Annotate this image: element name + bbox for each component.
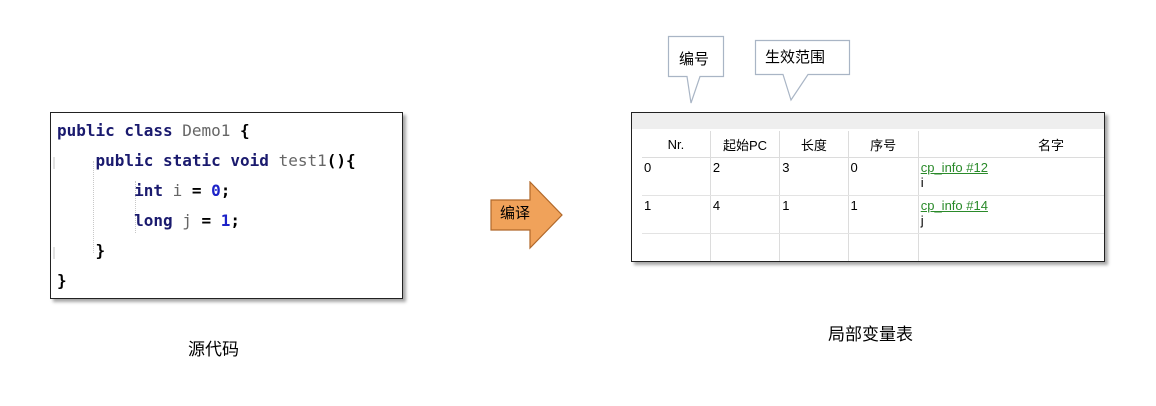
code-line: public class Demo1 { (57, 121, 250, 141)
table-row[interactable]: 1 4 1 1 cp_info #14 j (642, 195, 1104, 234)
code-line: public static void test1(){ (57, 151, 356, 171)
cell-length: 1 (779, 195, 849, 234)
code-token: public class (57, 121, 183, 140)
source-code-panel: public class Demo1 { public static void … (50, 112, 403, 299)
variable-name: i (920, 175, 924, 190)
code-line: } (57, 241, 106, 261)
local-variable-table-panel: Nr. 起始PC 长度 序号 名字 0 2 3 0 cp_info #12 i … (631, 112, 1105, 262)
cell-name: cp_info #12 i (917, 157, 1104, 196)
indent-guide (135, 181, 136, 233)
compile-label: 编译 (500, 204, 531, 222)
cell-index: 1 (847, 195, 919, 234)
code-token: Demo1 (182, 121, 231, 140)
code-line: int i = 0; (57, 181, 230, 201)
code-token: } (57, 241, 106, 260)
code-token: long (57, 211, 183, 230)
code-token: test1 (278, 151, 327, 170)
callout-scope-bubble (754, 39, 851, 102)
cell-start-pc: 2 (709, 157, 780, 196)
code-token: 1 (220, 211, 231, 230)
code-token: ; (220, 181, 231, 200)
code-token: = (191, 211, 221, 230)
cell-nr: 0 (642, 157, 711, 196)
compile-arrow-icon (490, 181, 563, 250)
local-variable-table: Nr. 起始PC 长度 序号 名字 0 2 3 0 cp_info #12 i … (642, 131, 1104, 261)
code-token: ; (230, 211, 241, 230)
table-toolbar (632, 113, 1104, 129)
cp-info-link[interactable]: cp_info #14 (920, 198, 988, 213)
cell-length: 3 (779, 157, 849, 196)
code-token: j (182, 211, 192, 230)
column-header-start-pc[interactable]: 起始PC (709, 131, 780, 158)
code-line: } (57, 271, 67, 291)
code-token: i (172, 181, 183, 200)
code-token: (){ (326, 151, 356, 170)
column-header-index[interactable]: 序号 (847, 131, 919, 158)
cp-info-link[interactable]: cp_info #12 (920, 160, 988, 175)
column-header-nr[interactable]: Nr. (642, 131, 711, 158)
code-token: } (57, 271, 67, 290)
cell-index: 0 (847, 157, 919, 196)
code-token: int (57, 181, 173, 200)
table-row-empty (642, 233, 1104, 261)
code-token: public static void (57, 151, 279, 170)
cell-start-pc: 4 (709, 195, 780, 234)
callout-number-bubble (667, 35, 725, 104)
fold-marker (53, 247, 55, 259)
table-row[interactable]: 0 2 3 0 cp_info #12 i (642, 157, 1104, 196)
column-header-length[interactable]: 长度 (779, 131, 849, 158)
source-code-caption: 源代码 (188, 340, 239, 360)
local-variable-table-caption: 局部变量表 (828, 325, 913, 345)
table-header-row: Nr. 起始PC 长度 序号 名字 (642, 131, 1104, 158)
indent-guide (93, 161, 94, 253)
cell-name: cp_info #14 j (917, 195, 1104, 234)
callout-number-label: 编号 (679, 50, 710, 68)
variable-name: j (920, 213, 924, 228)
code-token: { (230, 121, 250, 140)
column-header-name[interactable]: 名字 (917, 131, 1104, 158)
code-token: = (182, 181, 212, 200)
cell-nr: 1 (642, 195, 711, 234)
code-token: 0 (211, 181, 221, 200)
fold-marker (53, 157, 55, 169)
callout-scope-label: 生效范围 (765, 48, 826, 66)
code-line: long j = 1; (57, 211, 240, 231)
